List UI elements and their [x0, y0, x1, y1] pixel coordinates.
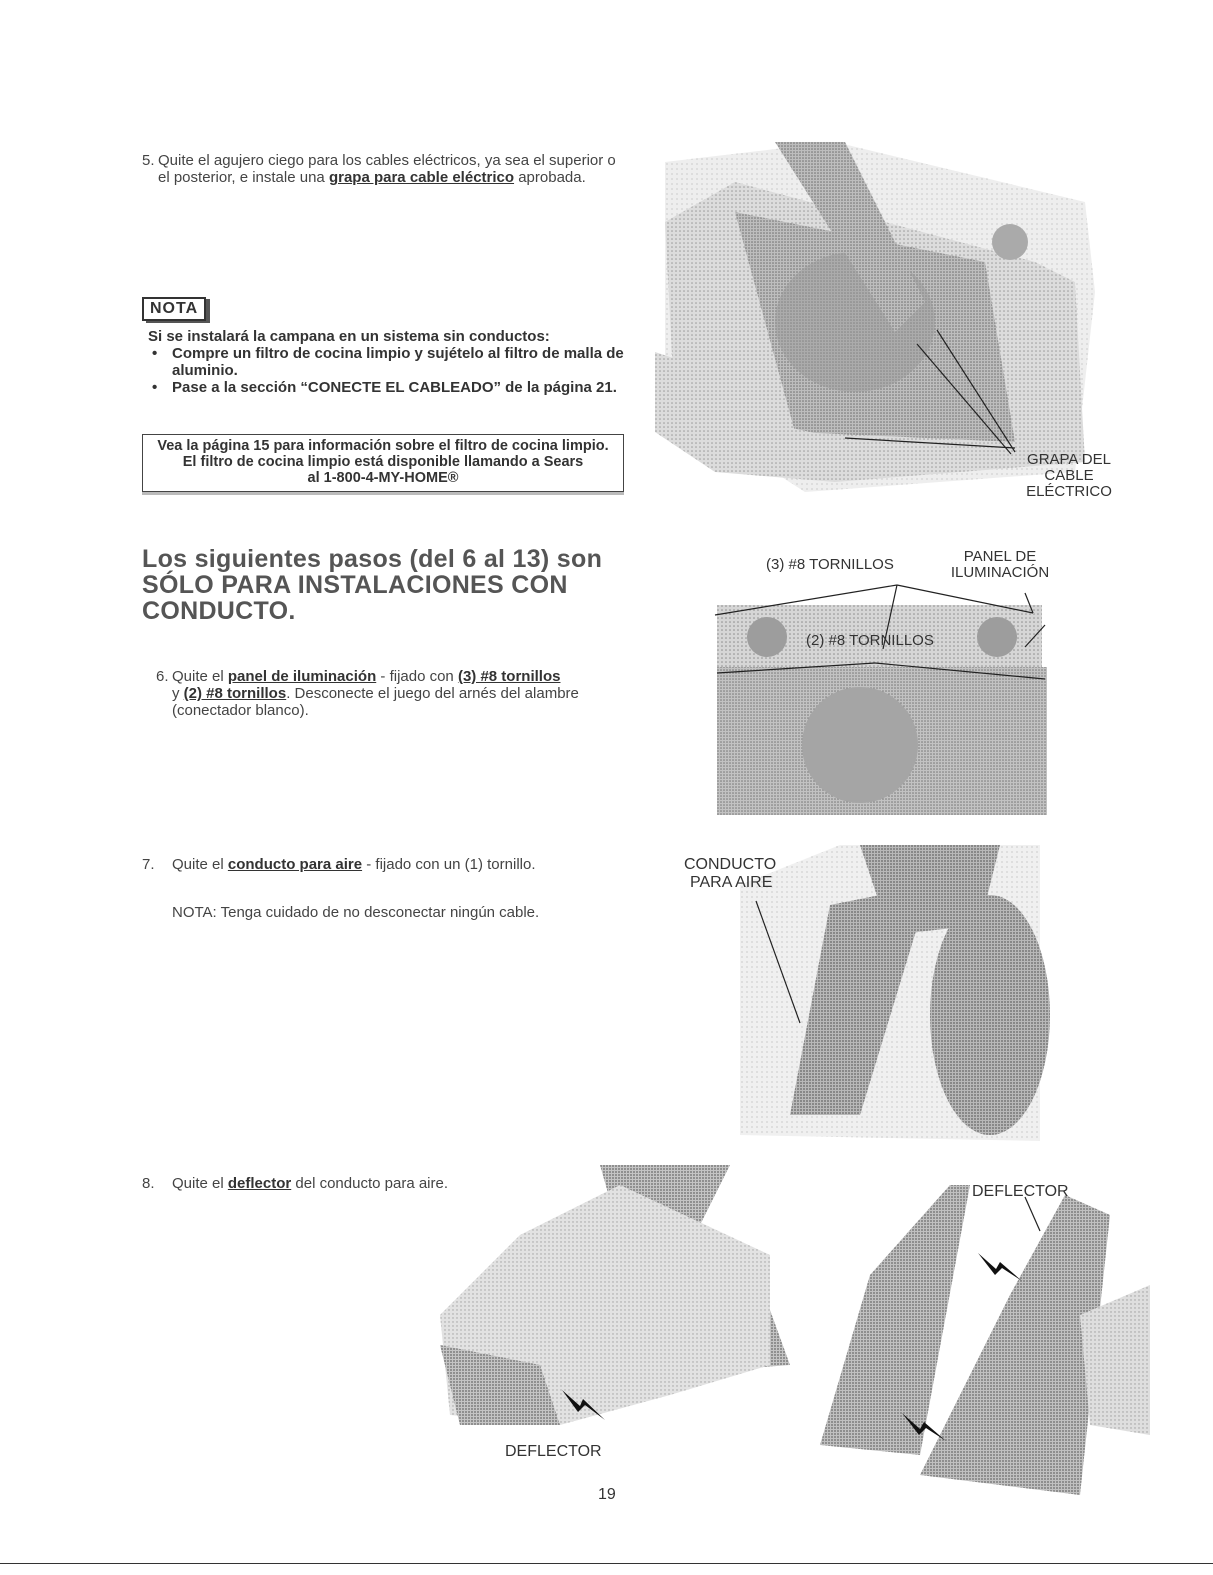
leader-line	[936, 329, 1016, 453]
section-heading: Los siguientes pasos (del 6 al 13) son S…	[142, 545, 603, 625]
nota-badge: NOTA	[142, 297, 207, 321]
nota-intro: Si se instalará la campana en un sistema…	[148, 328, 550, 345]
leader-line	[714, 584, 898, 616]
leader-line	[916, 343, 1012, 455]
nota-bullet: Pase a la sección “CONECTE EL CABLEADO” …	[152, 379, 626, 396]
arrow-icon	[902, 1413, 946, 1441]
label-grapa: GRAPA DEL CABLE ELÉCTRICO	[1026, 451, 1112, 500]
label-tornillos-3: (3) #8 TORNILLOS	[766, 556, 894, 573]
step-number: 7.	[142, 856, 155, 873]
arrow-icon	[978, 1253, 1022, 1281]
label-deflector-left: DEFLECTOR	[505, 1443, 602, 1460]
page-number: 19	[598, 1486, 616, 1503]
step-number: 5.	[142, 152, 155, 169]
label-panel: PANEL DE ILUMINACIÓN	[950, 548, 1050, 581]
step-text: Quite el conducto para aire - fijado con…	[172, 856, 536, 873]
arrow-icon	[562, 1390, 605, 1420]
step-7: 7. Quite el conducto para aire - fijado …	[142, 856, 612, 873]
step-7-note: NOTA: Tenga cuidado de no desconectar ni…	[172, 904, 540, 921]
photo-cable-clamp	[655, 142, 1095, 492]
step-text: Quite el deflector del conducto para air…	[172, 1175, 449, 1192]
highlight-term: (2) #8 tornillos	[183, 685, 287, 702]
filter-info-box: Vea la página 15 para información sobre …	[142, 434, 624, 492]
step-number: 8.	[142, 1175, 155, 1192]
step-text: Quite el panel de iluminación - fijado c…	[172, 668, 579, 719]
label-deflector-right: DEFLECTOR	[972, 1183, 1069, 1200]
nota-text: Si se instalará la campana en un sistema…	[148, 328, 626, 396]
step-text: Quite el agujero ciego para los cables e…	[158, 152, 616, 186]
step-8: 8. Quite el deflector del conducto para …	[142, 1175, 482, 1192]
leader-line	[1024, 592, 1034, 614]
step-number: 6.	[156, 668, 169, 685]
highlight-term: deflector	[227, 1175, 292, 1192]
nota-list: Compre un filtro de cocina limpio y sujé…	[148, 345, 626, 396]
photo-light-panel	[714, 584, 1047, 815]
footer-rule	[0, 1563, 1213, 1564]
leader-line	[1024, 1196, 1041, 1232]
highlight-term: conducto para aire	[227, 856, 363, 873]
leader-line	[1024, 624, 1046, 648]
highlight-term: (3) #8 tornillos	[457, 668, 561, 685]
label-conducto: CONDUCTO PARA AIRE	[684, 856, 777, 891]
leader-line	[874, 662, 1046, 680]
photo-deflector-removed	[820, 1185, 1150, 1495]
leader-line	[716, 662, 876, 674]
leader-line	[844, 437, 1016, 449]
nota-bullet: Compre un filtro de cocina limpio y sujé…	[152, 345, 626, 379]
step-5: 5. Quite el agujero ciego para los cable…	[142, 152, 622, 186]
photo-air-duct	[740, 845, 1050, 1141]
label-tornillos-2: (2) #8 TORNILLOS	[806, 632, 934, 649]
photo-deflector-installed	[440, 1165, 790, 1425]
leader-line	[882, 584, 898, 650]
highlight-term: panel de iluminación	[227, 668, 377, 685]
leader-line	[755, 900, 801, 1024]
leader-line	[896, 584, 1034, 614]
step-6: 6. Quite el panel de iluminación - fijad…	[156, 668, 606, 719]
highlight-term: grapa para cable eléctrico	[328, 169, 515, 186]
